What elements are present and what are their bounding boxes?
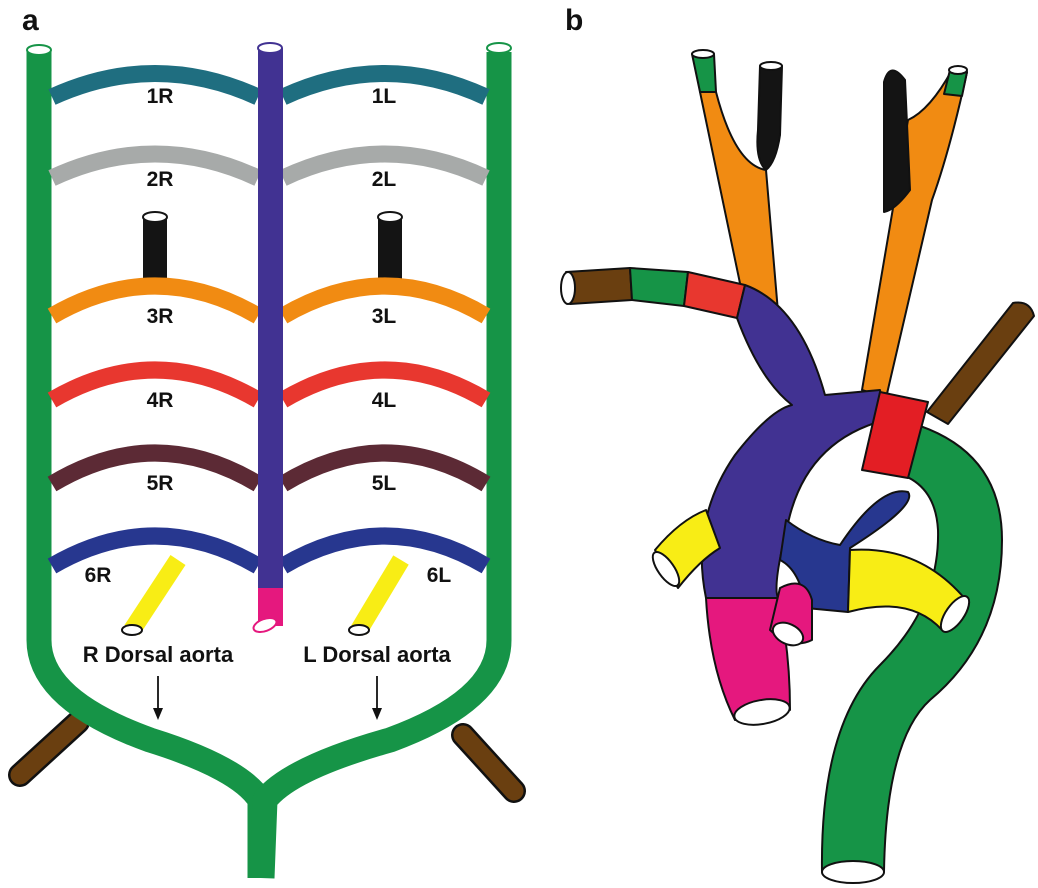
panel-letter-b: b: [565, 4, 583, 37]
label-5L: 5L: [372, 472, 397, 495]
right-internal-carotid: [757, 66, 782, 170]
left-ductus-end: [349, 625, 369, 635]
right-ductus-stub: [132, 560, 178, 630]
right-subclavian-stub: [20, 722, 78, 775]
descending-aorta-end: [822, 861, 884, 883]
right-subclavian-end: [561, 272, 575, 304]
right-dorsal-aorta-label: R Dorsal aorta: [83, 642, 234, 667]
arch-6L: [283, 536, 486, 566]
label-5R: 5R: [147, 472, 174, 495]
descending-aorta: [822, 420, 1002, 872]
left-common-carotid: [862, 70, 967, 398]
label-3R: 3R: [147, 305, 174, 328]
label-2L: 2L: [372, 168, 397, 191]
right-carotid-green-segment: [692, 54, 716, 92]
pulmonary-trunk-end: [252, 615, 279, 634]
label-6R: 6R: [85, 564, 112, 587]
right-dorsal-aorta-end: [27, 45, 51, 55]
left-flow-arrow: [372, 676, 382, 720]
arch-6R: [52, 536, 258, 566]
label-2R: 2R: [147, 168, 174, 191]
left-subclavian-stub: [463, 735, 514, 791]
label-6L: 6L: [427, 564, 452, 587]
left-carotid-stub: [378, 217, 402, 279]
left-carotid-stub-end: [378, 212, 402, 222]
label-4L: 4L: [372, 389, 397, 412]
right-ductus-end: [122, 625, 142, 635]
right-internal-carotid-end: [760, 62, 782, 70]
right-subclavian-green: [630, 268, 688, 306]
right-subclavian-red: [684, 272, 745, 318]
left-carotid-end: [949, 66, 967, 74]
right-carotid-end: [692, 50, 714, 58]
left-dorsal-aorta-end: [487, 43, 511, 53]
left-dorsal-aorta-label: L Dorsal aorta: [303, 642, 451, 667]
panel-b-diagram: [561, 50, 1034, 883]
label-1R: 1R: [147, 85, 174, 108]
aortic-sac-end: [258, 43, 282, 53]
right-flow-arrow: [153, 676, 163, 720]
left-ductus-stub: [359, 560, 401, 630]
label-4R: 4R: [147, 389, 174, 412]
right-carotid-stub-end: [143, 212, 167, 222]
panel-a-diagram: 1R 1L 2R 2L 3R 3L 4R 4L 5R 5L 6R 6L R Do…: [20, 43, 514, 878]
left-subclavian-artery: [927, 303, 1034, 424]
right-carotid-stub: [143, 217, 167, 279]
label-3L: 3L: [372, 305, 397, 328]
label-1L: 1L: [372, 85, 397, 108]
panel-letter-a: a: [22, 4, 39, 37]
left-internal-carotid: [884, 70, 910, 212]
aortic-sac-trunk: [258, 48, 283, 588]
